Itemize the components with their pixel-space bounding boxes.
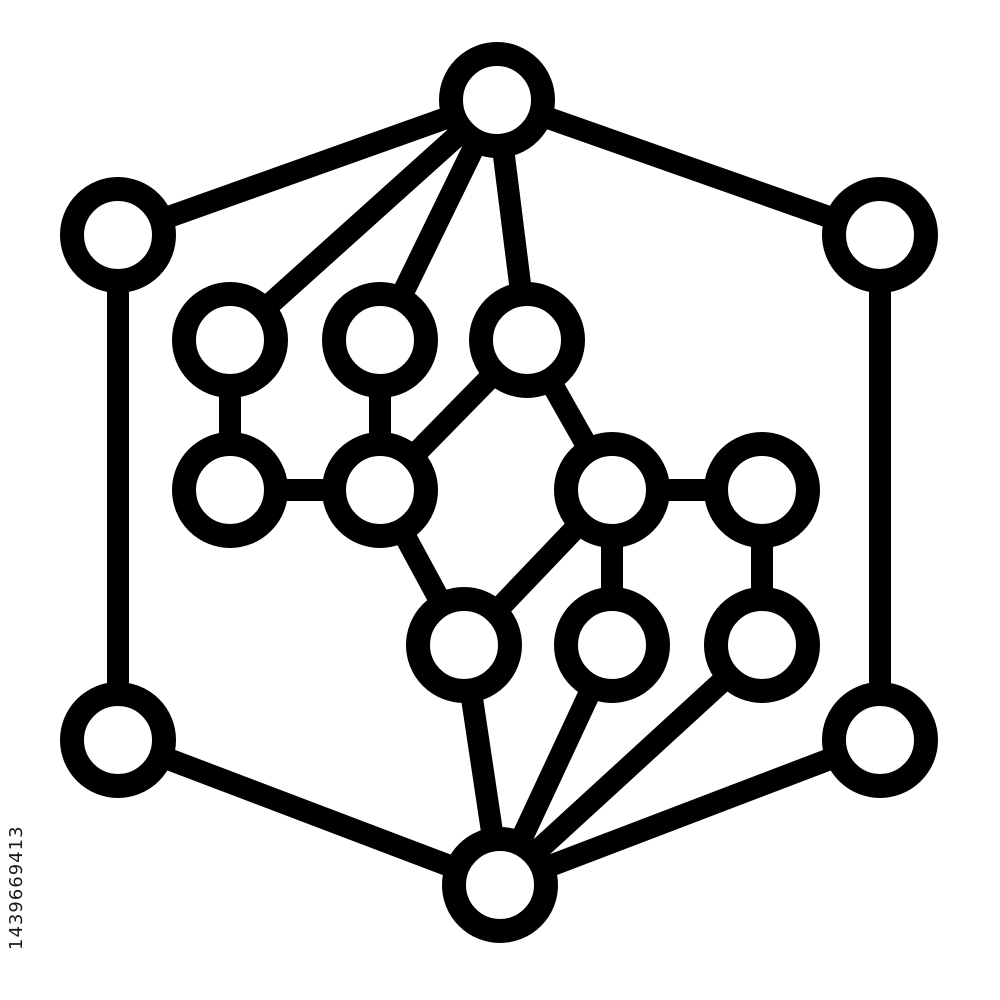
- node: [322, 432, 438, 548]
- node: [822, 177, 938, 293]
- node: [60, 682, 176, 798]
- edge: [489, 634, 773, 896]
- node: [822, 682, 938, 798]
- node: [554, 432, 670, 548]
- node: [60, 177, 176, 293]
- node: [439, 42, 555, 158]
- stock-id-label: 1439669413: [6, 825, 27, 950]
- node: [442, 827, 558, 943]
- node: [554, 587, 670, 703]
- node: [406, 587, 522, 703]
- node: [469, 282, 585, 398]
- edge: [486, 89, 891, 246]
- edge: [489, 729, 891, 896]
- node: [322, 282, 438, 398]
- node: [704, 587, 820, 703]
- edge: [107, 89, 508, 246]
- node: [172, 282, 288, 398]
- node: [704, 432, 820, 548]
- network-nodes: [60, 42, 938, 943]
- node: [172, 432, 288, 548]
- edge: [107, 729, 511, 896]
- edge: [219, 89, 508, 351]
